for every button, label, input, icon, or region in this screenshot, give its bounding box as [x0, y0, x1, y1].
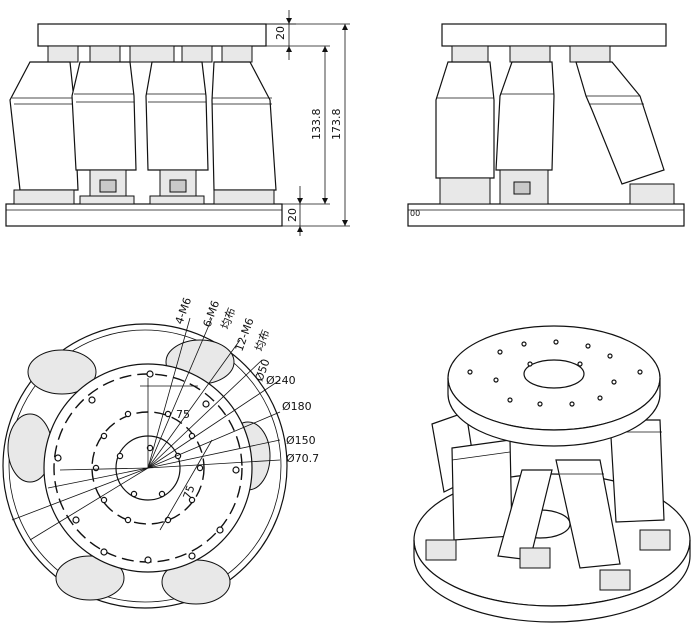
- front-leg-2: [71, 61, 137, 197]
- label-6m6-even: 均布: [219, 306, 239, 331]
- outer-bolt-holes: [54, 370, 240, 564]
- label-d150: Ø150: [286, 434, 316, 447]
- side-leg-3: [575, 61, 675, 205]
- iso-legs: [425, 411, 671, 591]
- front-dimensions: [240, 10, 350, 236]
- front-dim-base: 20: [286, 208, 299, 222]
- side-top-plate: [441, 23, 667, 47]
- side-view: 00: [407, 23, 685, 227]
- side-leg-2: [495, 61, 555, 205]
- front-top-joints: [47, 45, 253, 63]
- front-dim-total: 173.8: [330, 109, 343, 141]
- iso-top-holes: [467, 339, 643, 407]
- label-4m6: 4-M6: [173, 296, 195, 326]
- front-base-plate: [5, 203, 283, 227]
- label-d707: Ø70.7: [286, 452, 319, 465]
- top-view-leaders: [11, 317, 281, 541]
- front-leg-4: [211, 61, 277, 191]
- side-leg-1: [435, 61, 495, 205]
- label-75-a: 75: [176, 408, 190, 421]
- front-leg-3: [145, 61, 209, 197]
- top-view: 4-M6 6-M6 均布 12-M6 均布 Ø50 Ø240 Ø180 Ø150…: [2, 296, 319, 609]
- front-top-plate: [37, 23, 267, 47]
- side-base-mark: 00: [410, 209, 420, 218]
- inner-bolt-holes: [92, 410, 204, 524]
- label-75-b: 75: [181, 483, 198, 501]
- side-base-plate: [407, 203, 685, 227]
- front-dim-top: 20: [274, 26, 287, 40]
- label-12m6-even: 均布: [253, 328, 273, 353]
- label-d240: Ø240: [266, 374, 296, 387]
- isometric-view: [413, 325, 691, 623]
- front-leg-1: [9, 61, 79, 191]
- label-d180: Ø180: [282, 400, 312, 413]
- front-view: 20 133.8 173.8 20: [5, 10, 350, 236]
- side-top-joints: [451, 45, 611, 63]
- front-dim-inner: 133.8: [310, 109, 323, 141]
- front-bottom-joints: [13, 189, 275, 205]
